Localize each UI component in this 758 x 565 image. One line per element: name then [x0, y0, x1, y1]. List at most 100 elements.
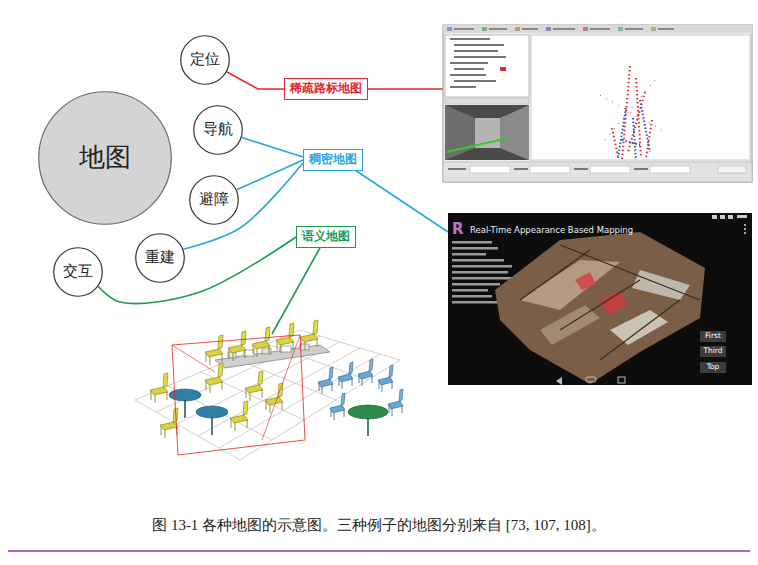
- sparse-map-screenshot-part: [546, 27, 551, 31]
- circle-label: 交互: [63, 263, 93, 280]
- dense-map-screenshot-part: [586, 377, 596, 382]
- semantic-map-illustration-part-part: [177, 342, 340, 424]
- sparse-map-screenshot-part: [553, 28, 575, 30]
- sparse-map-screenshot-part: [454, 44, 504, 46]
- semantic-map-illustration-part: [228, 331, 246, 361]
- use-circle: 重建: [135, 233, 185, 283]
- dense-map-screenshot-part: [452, 241, 492, 244]
- map-type-box: 稀疏路标地图: [284, 78, 368, 100]
- semantic-map-illustration-part: [230, 401, 248, 431]
- dense-map-screenshot-part: [744, 232, 746, 234]
- semantic-map-illustration-part: [169, 389, 201, 401]
- sparse-map-screenshot-part: [454, 28, 474, 30]
- circle-shape: [136, 234, 185, 283]
- dense-map-screenshot-part: [737, 215, 747, 218]
- semantic-map-illustration-part: [378, 365, 393, 392]
- circle-shape: [181, 36, 230, 85]
- sparse-map-screenshot-part: [454, 56, 506, 58]
- dense-map-screenshot-part: [448, 213, 752, 385]
- circle-label: 避障: [199, 191, 229, 208]
- sparse-map-screenshot-part: [531, 35, 750, 160]
- circle-shape: [190, 176, 239, 225]
- sparse-map-screenshot-part: [450, 74, 486, 76]
- semantic-map-illustration-part: [358, 359, 373, 386]
- leader-lines-part: [272, 237, 326, 334]
- app-title: Real-Time Appearance Based Mapping: [470, 226, 633, 236]
- semantic-map-illustration-part: [244, 350, 254, 356]
- sparse-map-screenshot-part: [454, 50, 498, 52]
- semantic-map-illustration-part: [252, 327, 270, 357]
- circle-label: 重建: [145, 249, 175, 266]
- sparse-map-screenshot-part: [450, 86, 476, 88]
- dense-map-screenshot: [448, 213, 752, 385]
- sparse-map-screenshot-part: [500, 67, 506, 71]
- dense-map-screenshot-part: [452, 259, 504, 262]
- semantic-map-illustration-part: [318, 367, 333, 394]
- circle-label: 地图: [79, 143, 131, 173]
- semantic-map-illustration-part: [262, 348, 271, 354]
- sparse-map-screenshot-part: [574, 168, 588, 170]
- box-label: 稀疏路标地图: [290, 82, 362, 96]
- sparse-map-screenshot-part: [618, 100, 650, 160]
- use-circle: 避障: [189, 175, 239, 225]
- view-button: Top: [700, 362, 726, 373]
- sparse-map-screenshot-part: [443, 162, 752, 182]
- connector-line: [98, 237, 296, 304]
- semantic-map-illustration: [135, 320, 403, 460]
- semantic-map-illustration-part: [172, 335, 305, 455]
- use-circle: 交互: [53, 247, 103, 297]
- dense-map-screenshot-part: [452, 289, 488, 292]
- dense-map-screenshot-part: [744, 224, 746, 226]
- sparse-map-screenshot-part: [651, 27, 656, 31]
- dense-map-screenshot-part: [452, 283, 500, 286]
- view-button: Third: [700, 346, 726, 357]
- circle-shape: [194, 106, 243, 155]
- map-circle: 地图: [38, 91, 172, 225]
- dense-map-screenshot-part: [720, 215, 725, 219]
- sparse-map-screenshot-part: [583, 27, 588, 31]
- sparse-map-screenshot-part: [443, 25, 752, 33]
- sparse-map-screenshot-part: [450, 38, 490, 40]
- sparse-map-screenshot-part: [634, 168, 648, 170]
- sparse-map-screenshot-part: [454, 68, 484, 70]
- sparse-map-screenshot-part: [450, 62, 488, 64]
- semantic-map-illustration-part: [211, 417, 213, 435]
- sparse-map-screenshot-part: [612, 66, 652, 160]
- semantic-map-illustration-part: [276, 323, 294, 353]
- semantic-map-illustration-part: [338, 362, 353, 389]
- sparse-map-screenshot-part: [489, 28, 507, 30]
- semantic-map-illustration-part: [348, 405, 388, 419]
- semantic-map-illustration-part: [388, 389, 403, 416]
- dense-map-screenshot-part: [728, 215, 733, 219]
- semantic-map-illustration-part: [196, 406, 228, 418]
- dense-map-screenshot-part: [452, 277, 514, 280]
- sparse-map-screenshot-part: [482, 27, 487, 31]
- sparse-map-screenshot-part: [590, 28, 610, 30]
- sparse-map-screenshot-part: [625, 28, 643, 30]
- circle-shape: [39, 92, 172, 225]
- sparse-map-screenshot-part: [447, 138, 508, 152]
- connector-line: [242, 138, 303, 157]
- sparse-map-screenshot-part: [445, 35, 529, 97]
- sparse-map-screenshot-part: [600, 80, 665, 140]
- circle-label: 定位: [190, 51, 220, 68]
- sparse-map-screenshot-part: [522, 28, 538, 30]
- dense-map-screenshot-part: [556, 377, 562, 385]
- semantic-map-illustration-part-part: [168, 386, 272, 440]
- dense-map-screenshot-part: [452, 295, 492, 298]
- semantic-map-illustration-part: [184, 400, 186, 418]
- box-label: 稠密地图: [309, 153, 357, 167]
- semantic-map-illustration-part-part: [135, 400, 240, 460]
- sparse-map-screenshot-part: [718, 166, 746, 173]
- semantic-map-illustration-part: [172, 345, 215, 372]
- box-label: 语义地图: [302, 230, 350, 244]
- dense-map-screenshot-part: [618, 377, 625, 383]
- circle-label: 导航: [203, 121, 233, 138]
- semantic-map-illustration-part: [135, 330, 400, 460]
- leader-lines: [272, 89, 448, 334]
- connector-line: [183, 163, 303, 249]
- sparse-map-screenshot-part: [448, 168, 466, 170]
- dense-map-screenshot-part: [575, 272, 596, 290]
- semantic-map-illustration-part: [300, 320, 318, 350]
